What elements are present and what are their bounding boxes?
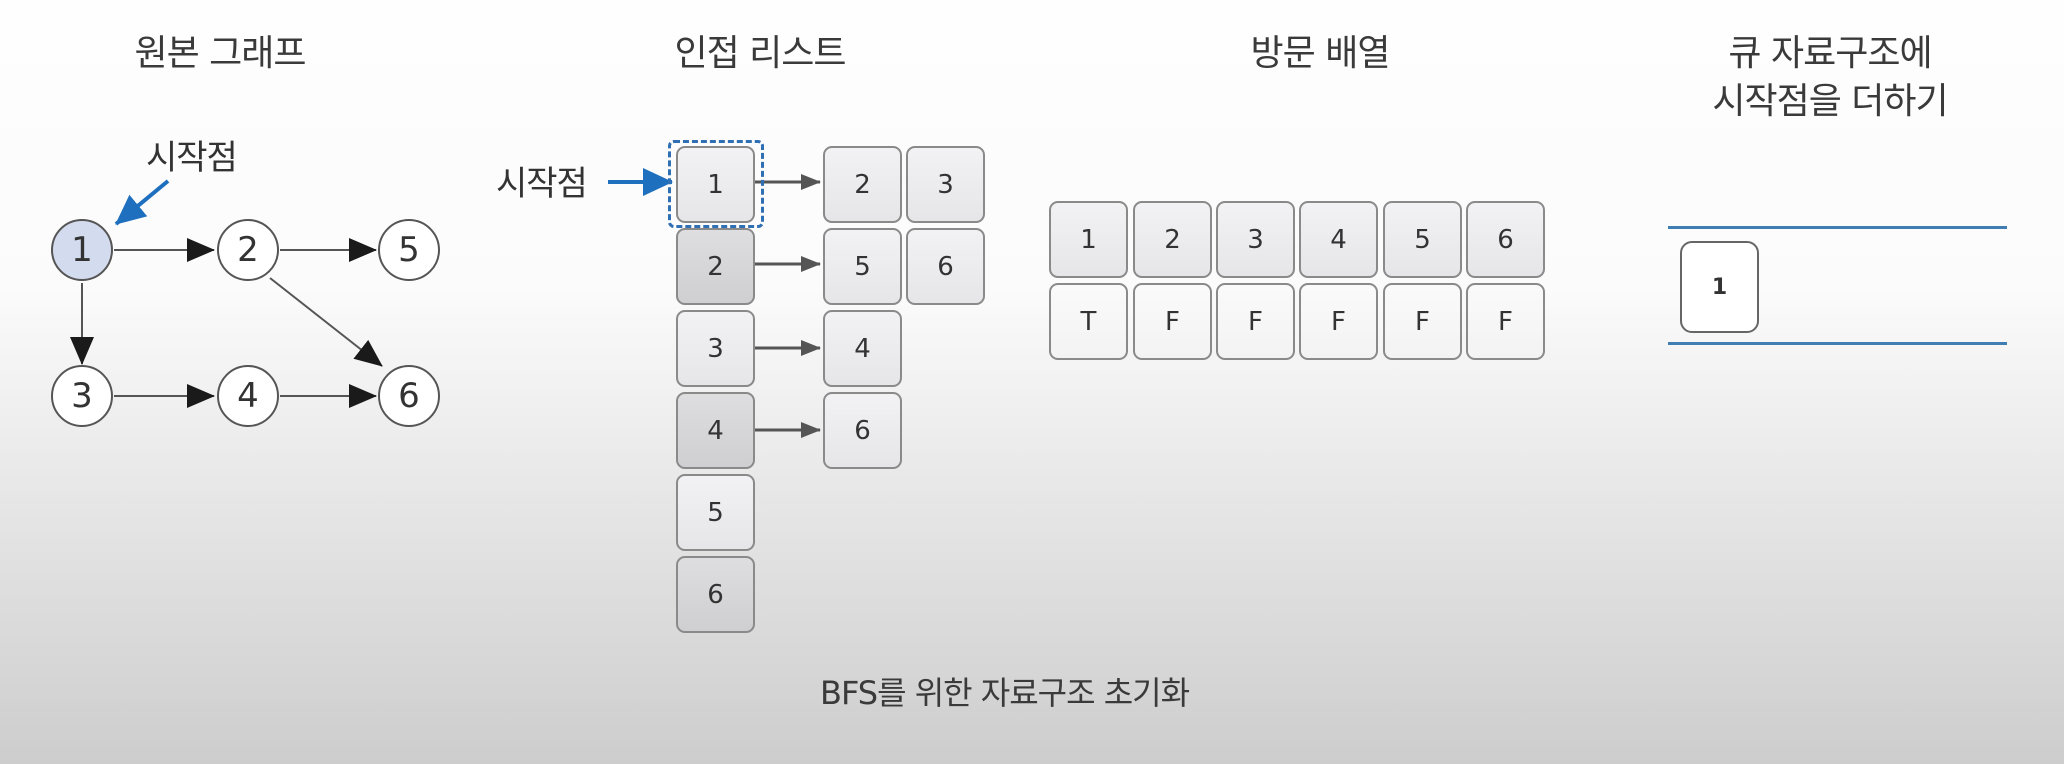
visited-value-2: F [1133, 283, 1212, 360]
graph-section-title: 원본 그래프 [134, 33, 306, 74]
adj-1-neighbor-2: 2 [823, 146, 902, 223]
graph-node-1: 1 [51, 219, 113, 281]
queue-bottom-border [1668, 342, 2007, 345]
adj-head-1: 1 [676, 146, 755, 223]
queue-top-border [1668, 226, 2007, 229]
visited-index-1: 1 [1049, 201, 1128, 278]
visited-index-3: 3 [1216, 201, 1295, 278]
visited-value-4: F [1299, 283, 1378, 360]
visited-section-title: 방문 배열 [1250, 33, 1391, 74]
graph-node-4: 4 [217, 365, 279, 427]
adj-head-4: 4 [676, 392, 755, 469]
visited-index-5: 5 [1383, 201, 1462, 278]
adj-head-5: 5 [676, 474, 755, 551]
adj-3-neighbor-4: 4 [823, 310, 902, 387]
edge-2-6 [269, 277, 383, 367]
adj-4-neighbor-6: 6 [823, 392, 902, 469]
visited-value-6: F [1466, 283, 1545, 360]
graph-node-2: 2 [217, 219, 279, 281]
visited-index-4: 4 [1299, 201, 1378, 278]
visited-index-6: 6 [1466, 201, 1545, 278]
visited-value-1: T [1049, 283, 1128, 360]
queue-section-title: 큐 자료구조에 시작점을 더하기 [1712, 33, 1948, 122]
adj-head-2: 2 [676, 228, 755, 305]
queue-item-1: 1 [1680, 241, 1759, 333]
graph-start-label: 시작점 [146, 138, 238, 178]
visited-value-3: F [1216, 283, 1295, 360]
adj-2-neighbor-6: 6 [906, 228, 985, 305]
adj-1-neighbor-3: 3 [906, 146, 985, 223]
adj-2-neighbor-5: 5 [823, 228, 902, 305]
start-highlight-box [668, 140, 764, 228]
adj-head-3: 3 [676, 310, 755, 387]
graph-node-5: 5 [378, 219, 440, 281]
graph-node-6: 6 [378, 365, 440, 427]
slide-caption: BFS를 위한 자료구조 초기화 [820, 674, 1190, 712]
visited-index-2: 2 [1133, 201, 1212, 278]
adjacency-start-label: 시작점 [496, 164, 588, 204]
adj-head-6: 6 [676, 556, 755, 633]
graph-node-3: 3 [51, 365, 113, 427]
visited-value-5: F [1383, 283, 1462, 360]
graph-start-arrow [114, 179, 170, 226]
adjacency-section-title: 인접 리스트 [674, 33, 846, 74]
